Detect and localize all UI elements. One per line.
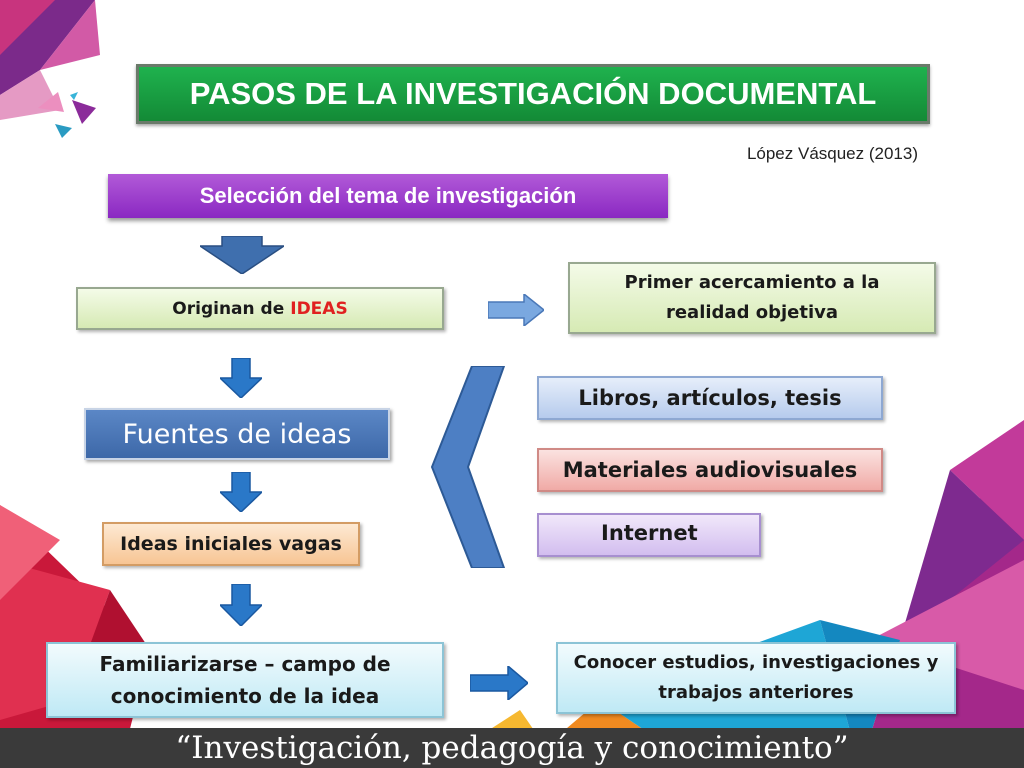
source-materiales-label: Materiales audiovisuales <box>562 458 858 482</box>
ideas-highlight: IDEAS <box>290 298 348 319</box>
topic-selection-box: Selección del tema de investigación <box>108 174 668 218</box>
fuentes-label: Fuentes de ideas <box>122 418 352 450</box>
topic-label: Selección del tema de investigación <box>199 183 577 208</box>
conocer-line-2: trabajos anteriores <box>658 682 854 703</box>
familiarizarse-line-2: conocimiento de la idea <box>110 684 380 708</box>
down-arrow-icon <box>220 472 262 512</box>
ideas-origin-box: Originan de IDEAS <box>76 287 444 330</box>
primer-line-2: realidad objetiva <box>665 302 839 323</box>
source-materiales-box: Materiales audiovisuales <box>537 448 883 492</box>
title-banner: PASOS DE LA INVESTIGACIÓN DOCUMENTAL <box>136 64 930 124</box>
right-arrow-icon <box>470 666 528 700</box>
down-arrow-icon <box>220 358 262 398</box>
ideas-vagas-label: Ideas iniciales vagas <box>120 533 342 555</box>
source-internet-label: Internet <box>601 521 698 545</box>
down-arrow-icon <box>200 236 284 274</box>
fuentes-de-ideas-box: Fuentes de ideas <box>84 408 390 460</box>
primer-acercamiento-box: Primer acercamiento a la realidad objeti… <box>568 262 936 334</box>
ideas-vagas-box: Ideas iniciales vagas <box>102 522 360 566</box>
down-arrow-icon <box>220 584 262 626</box>
familiarizarse-box: Familiarizarse – campo de conocimiento d… <box>46 642 444 718</box>
conocer-line-1: Conocer estudios, investigaciones y <box>573 652 939 673</box>
source-internet-box: Internet <box>537 513 761 557</box>
right-arrow-icon <box>488 294 544 326</box>
ideas-origin-label: Originan de <box>172 298 285 319</box>
familiarizarse-line-1: Familiarizarse – campo de <box>99 652 391 676</box>
author-citation: López Vásquez (2013) <box>746 144 918 163</box>
source-libros-box: Libros, artículos, tesis <box>537 376 883 420</box>
source-libros-label: Libros, artículos, tesis <box>578 386 842 410</box>
bracket-chevron-icon <box>430 366 506 568</box>
primer-line-1: Primer acercamiento a la <box>624 272 880 293</box>
conocer-estudios-box: Conocer estudios, investigaciones y trab… <box>556 642 956 714</box>
footer-banner: “Investigación, pedagogía y conocimiento… <box>0 728 1024 768</box>
footer-quote: “Investigación, pedagogía y conocimiento… <box>175 730 849 766</box>
page-title: PASOS DE LA INVESTIGACIÓN DOCUMENTAL <box>189 76 877 111</box>
